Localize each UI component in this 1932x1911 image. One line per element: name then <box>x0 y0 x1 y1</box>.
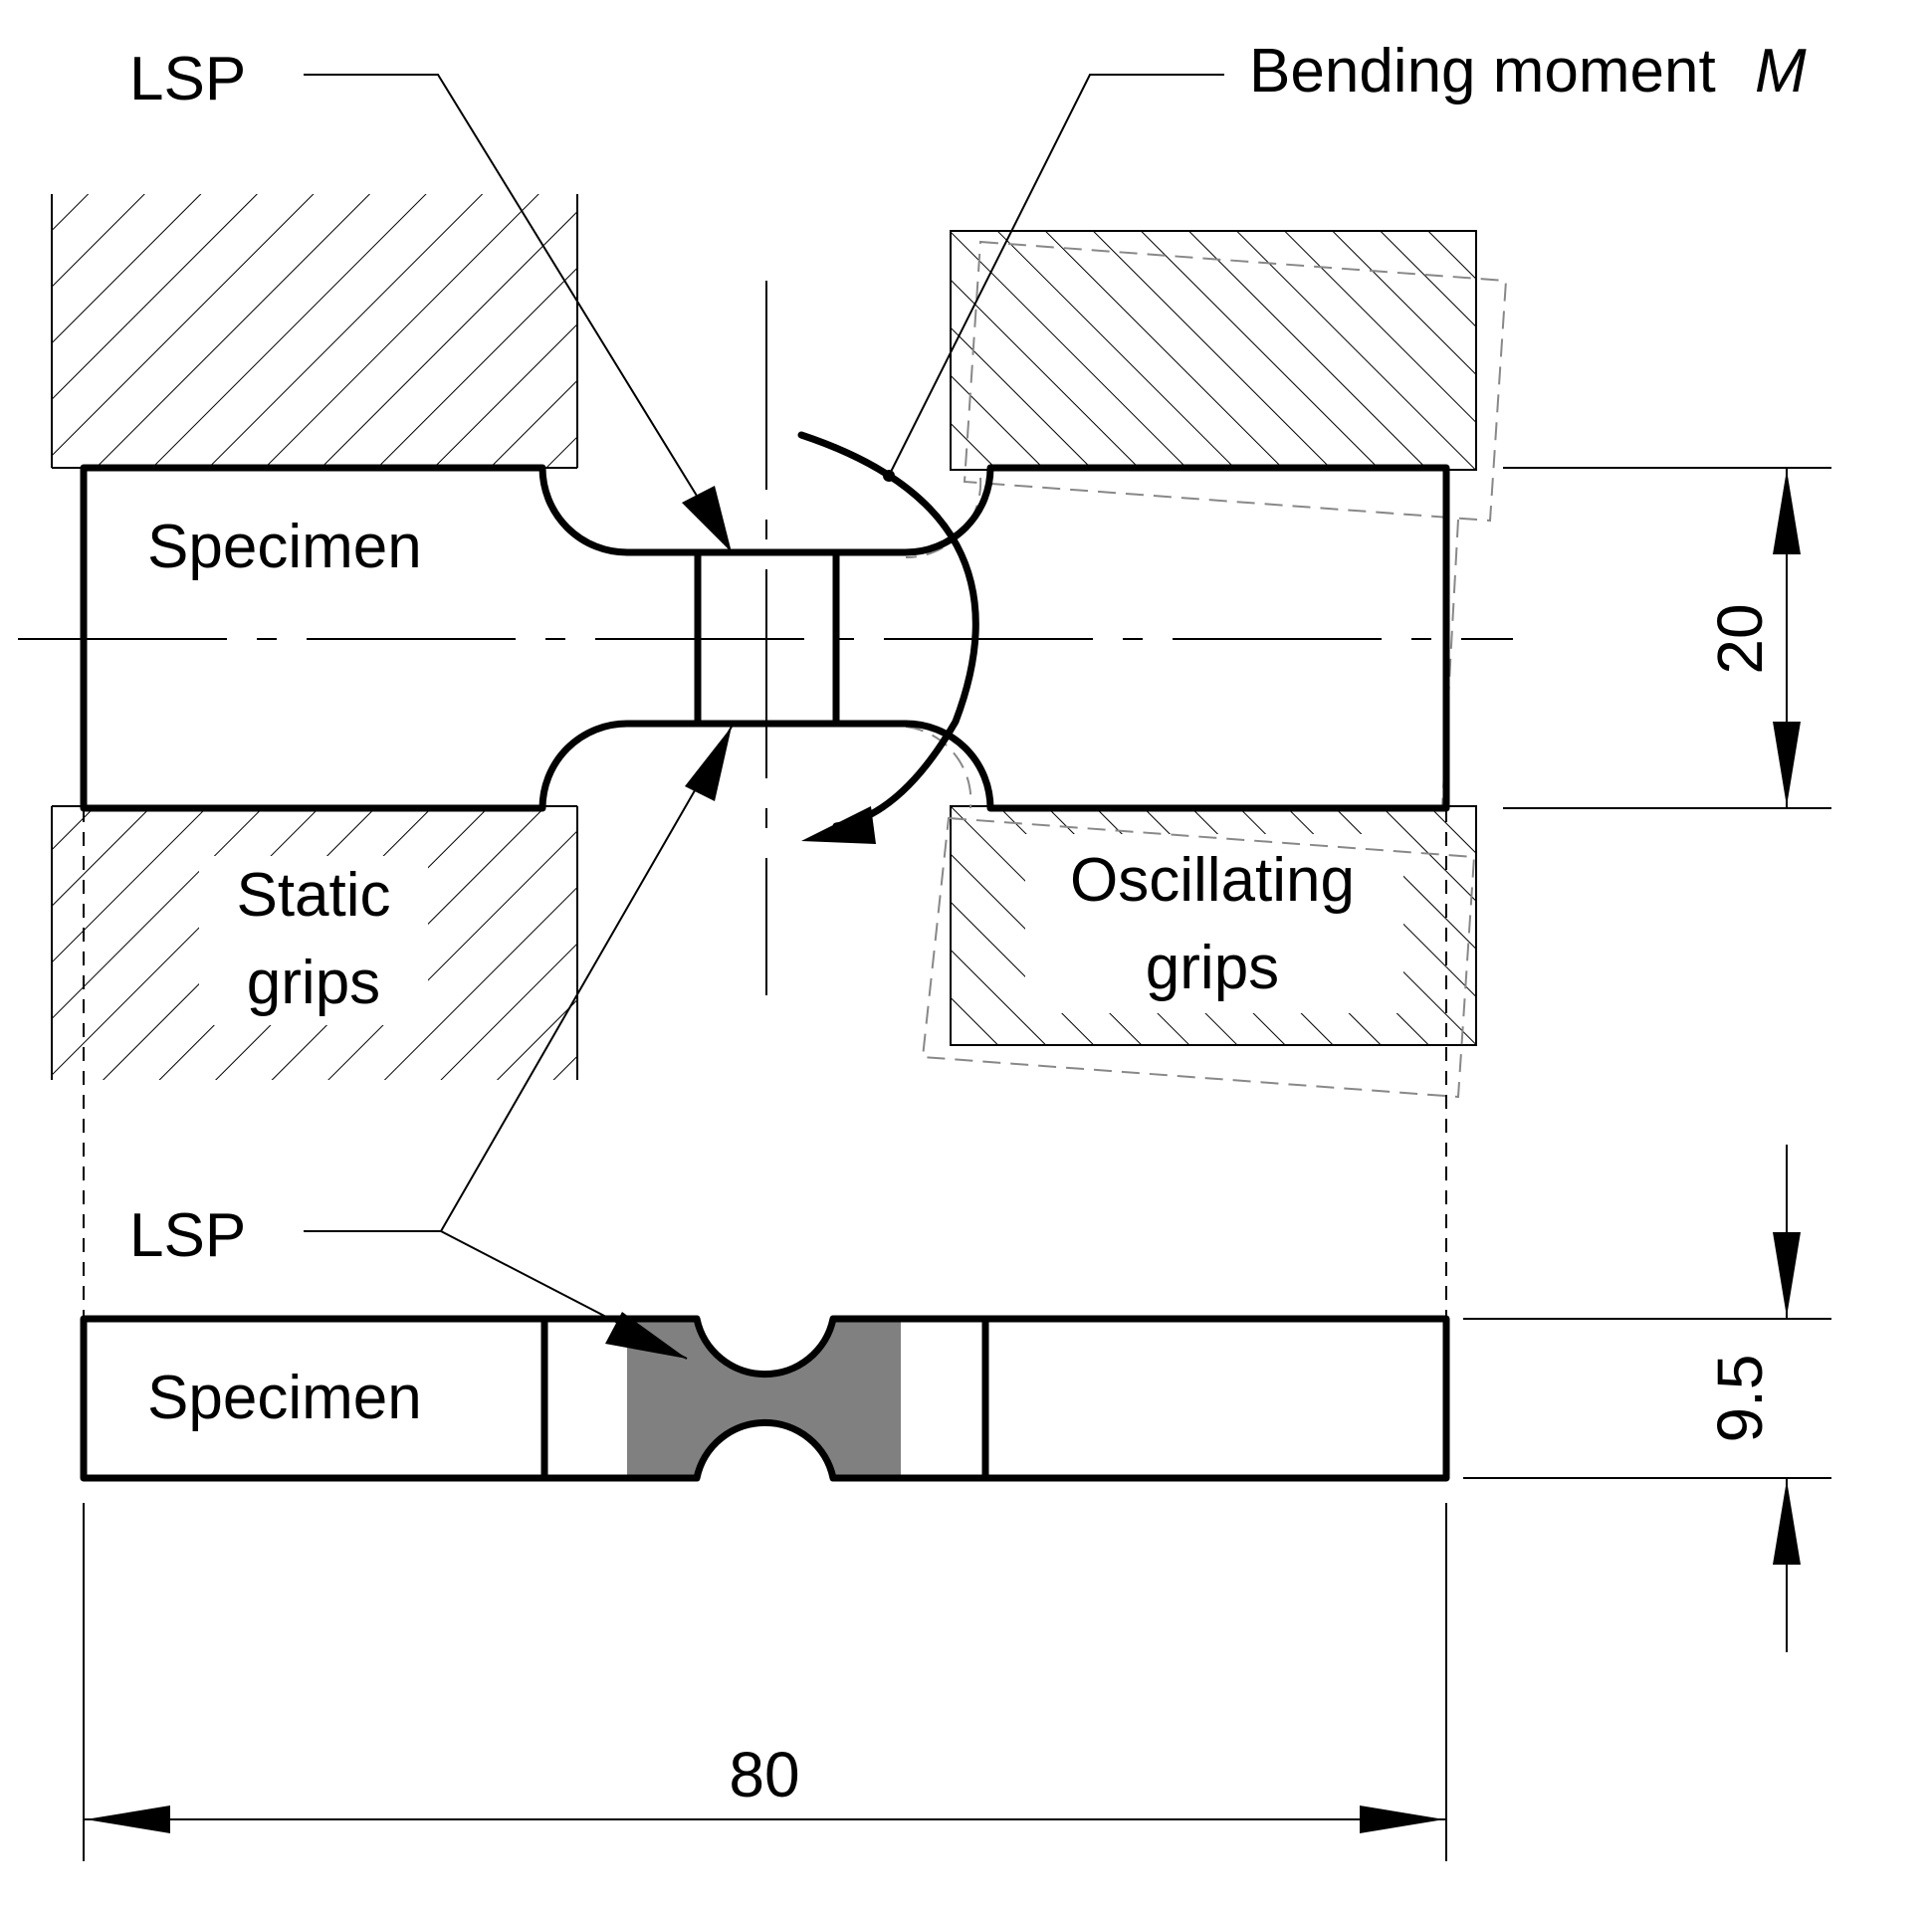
static-grip-top <box>51 194 578 469</box>
lsp-top-leader <box>304 74 733 553</box>
bending-moment-leader <box>888 74 1224 477</box>
specimen-bottom-label: Specimen <box>147 1364 422 1432</box>
static-grip-bottom <box>51 805 578 1080</box>
lsp-top-label: LSP <box>129 45 246 113</box>
specimen-bottom-outline <box>80 1315 1450 1482</box>
oscillating-grips-label-line1: Oscillating <box>1070 846 1355 915</box>
lsp-shaded-zone <box>627 1319 901 1478</box>
dimension-width-value: 20 <box>1704 603 1776 674</box>
lsp-zone <box>627 1319 901 1478</box>
oscillating-grip-bottom <box>950 805 1477 1046</box>
bending-moment-arrow <box>797 431 979 844</box>
dimension-thickness-value: 9.5 <box>1704 1355 1776 1443</box>
bending-moment-label: Bending moment M <box>1249 37 1807 106</box>
lsp-bottom-leaders <box>304 726 733 1360</box>
projection-lines <box>83 808 1447 1319</box>
bending-moment-text: Bending moment <box>1249 37 1716 106</box>
static-grips-label-line2: grips <box>247 949 380 1017</box>
bending-moment-symbol: M <box>1755 37 1807 106</box>
specimen-top-label: Specimen <box>147 513 422 581</box>
dimension-length-value: 80 <box>729 1739 799 1810</box>
dimension-thickness <box>1463 1145 1831 1652</box>
center-lines <box>18 281 1513 995</box>
oscillating-grip-top <box>950 230 1477 471</box>
dimension-length <box>83 1503 1447 1861</box>
oscillating-grips-label-line2: grips <box>1146 934 1279 1002</box>
dimension-width <box>1503 467 1831 809</box>
lsp-bottom-label: LSP <box>129 1201 246 1270</box>
static-grips-label-line1: Static <box>236 861 390 930</box>
